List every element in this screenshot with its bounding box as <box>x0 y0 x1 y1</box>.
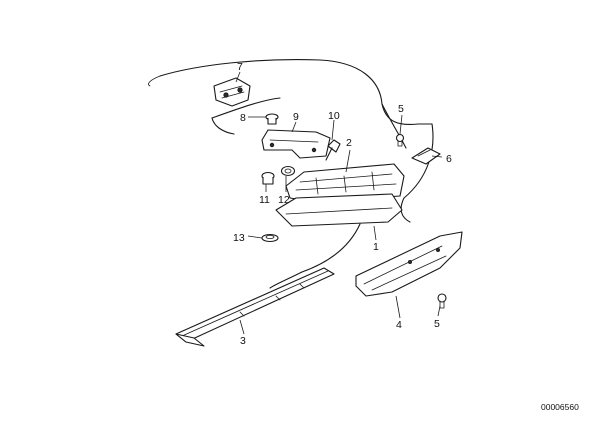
callout-2: 2 <box>346 137 352 149</box>
callout-10: 10 <box>328 110 340 122</box>
callout-7: 7 <box>237 61 243 73</box>
part-3-sill-strip <box>175 267 335 347</box>
part-5-clip-top <box>395 133 405 147</box>
part-13-clip <box>261 233 279 243</box>
part-12-grommet <box>280 165 296 177</box>
callout-8: 8 <box>240 112 246 124</box>
callout-5-bottom: 5 <box>434 318 440 330</box>
part-9-gasket-plate <box>261 129 331 159</box>
callout-5-top: 5 <box>398 103 404 115</box>
callout-labels: 1 2 3 4 5 5 6 7 8 9 10 11 12 13 <box>233 61 452 347</box>
part-6-bracket <box>411 147 441 165</box>
callout-13: 13 <box>233 232 245 244</box>
part-7-bracket <box>213 77 251 107</box>
part-8-plug <box>265 113 279 125</box>
callout-3: 3 <box>240 335 246 347</box>
part-5-screw-bottom <box>437 293 447 309</box>
callout-1: 1 <box>373 241 379 253</box>
callout-11: 11 <box>259 194 270 206</box>
catalog-number: 00006560 <box>541 402 579 412</box>
car-body-outline <box>148 59 434 289</box>
part-4-trim <box>355 231 463 297</box>
callout-6: 6 <box>446 153 452 165</box>
callout-12: 12 <box>278 194 290 206</box>
callout-4: 4 <box>396 319 402 331</box>
part-11-fastener <box>261 171 275 185</box>
leader-lines <box>235 71 443 335</box>
part-1-panel <box>275 193 403 227</box>
callout-9: 9 <box>293 111 299 123</box>
part-10-screw <box>325 139 341 161</box>
